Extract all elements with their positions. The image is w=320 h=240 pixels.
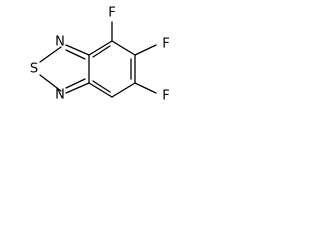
atom-f-lower-right: F xyxy=(162,89,169,104)
atom-n-top: N xyxy=(55,35,65,50)
bond-c7-c7a xyxy=(88,82,113,98)
bond-c6-c7 xyxy=(111,82,136,98)
atom-labels: F F F N S N xyxy=(30,6,170,104)
bond-c7-c7a-inner xyxy=(92,80,111,93)
bond-n3-c7a xyxy=(65,82,90,94)
bond-c6-f xyxy=(134,82,157,94)
bond-c3a-n1-inner xyxy=(65,49,86,60)
molecule-diagram: F F F N S N xyxy=(30,6,170,104)
atom-s: S xyxy=(30,62,38,77)
bond-c4-c5 xyxy=(111,40,136,56)
bond-c5-f xyxy=(134,44,157,56)
bonds xyxy=(39,21,157,98)
bond-n1-s xyxy=(39,46,62,63)
atom-f-top: F xyxy=(108,6,115,21)
bond-c3a-n1 xyxy=(65,44,90,56)
bond-c3a-c4 xyxy=(88,40,113,56)
atom-n-bottom: N xyxy=(55,88,65,103)
bond-s-n3 xyxy=(39,74,62,92)
bond-c3a-c4-inner xyxy=(92,45,111,58)
atom-f-upper-right: F xyxy=(162,37,169,52)
bond-n3-c7a-inner xyxy=(65,78,86,89)
